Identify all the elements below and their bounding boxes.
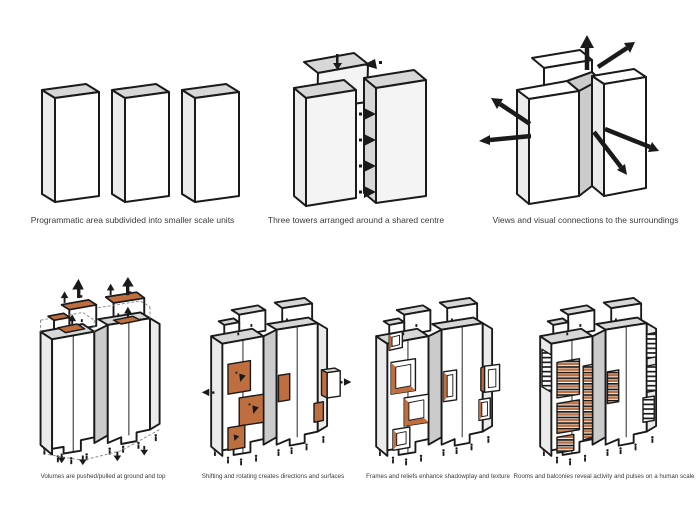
- tower-group: [41, 83, 240, 203]
- front-left-tower: [516, 80, 580, 205]
- view-arrows: [479, 35, 659, 175]
- caption-shift-rotate: Shifting and rotating creates directions…: [186, 473, 360, 480]
- caption-rooms-balconies: Rooms and balconies reveal activity and …: [513, 473, 695, 480]
- centre-arrows: [333, 54, 382, 198]
- caption-frames-reliefs: Frames and reliefs enhance shadowplay an…: [351, 473, 525, 480]
- orange-shift-panels: [227, 359, 341, 452]
- caption-subdivided-units: Programmatic area subdivided into smalle…: [10, 215, 255, 225]
- caption-text: Frames and reliefs enhance shadowplay an…: [366, 473, 510, 480]
- caption-text: Shifting and rotating creates directions…: [201, 473, 345, 480]
- front-left-tower: [293, 79, 357, 207]
- reference-dashes: [40, 300, 160, 461]
- balcony-panels: [541, 331, 657, 454]
- caption-shared-centre: Three towers arranged around a shared ce…: [250, 215, 462, 225]
- caption-text: Three towers arranged around a shared ce…: [267, 215, 445, 225]
- push-pull-arrows: [57, 276, 149, 466]
- caption-text: Views and visual connections to the surr…: [492, 215, 679, 225]
- shift-arrows: [201, 371, 352, 441]
- three-towers-illustration: [41, 83, 240, 203]
- orange-frames: [388, 330, 501, 452]
- frames-reliefs-illustration: [375, 296, 501, 467]
- right-tower: [363, 69, 427, 204]
- shift-rotate-illustration: [201, 296, 352, 467]
- caption-text: Volumes are pushed/pulled at ground and …: [40, 473, 166, 480]
- caption-views-connections: Views and visual connections to the surr…: [468, 215, 700, 225]
- caption-text: Rooms and balconies reveal activity and …: [513, 473, 695, 480]
- orange-roof-panels: [47, 291, 145, 334]
- caption-push-pull: Volumes are pushed/pulled at ground and …: [14, 473, 192, 480]
- push-pull-illustration: [39, 276, 161, 466]
- views-illustration: [479, 35, 659, 205]
- recess-column: [578, 83, 593, 197]
- caption-text: Programmatic area subdivided into smalle…: [30, 215, 235, 225]
- rooms-balconies-illustration: [539, 296, 658, 467]
- shared-centre-illustration: [293, 52, 427, 207]
